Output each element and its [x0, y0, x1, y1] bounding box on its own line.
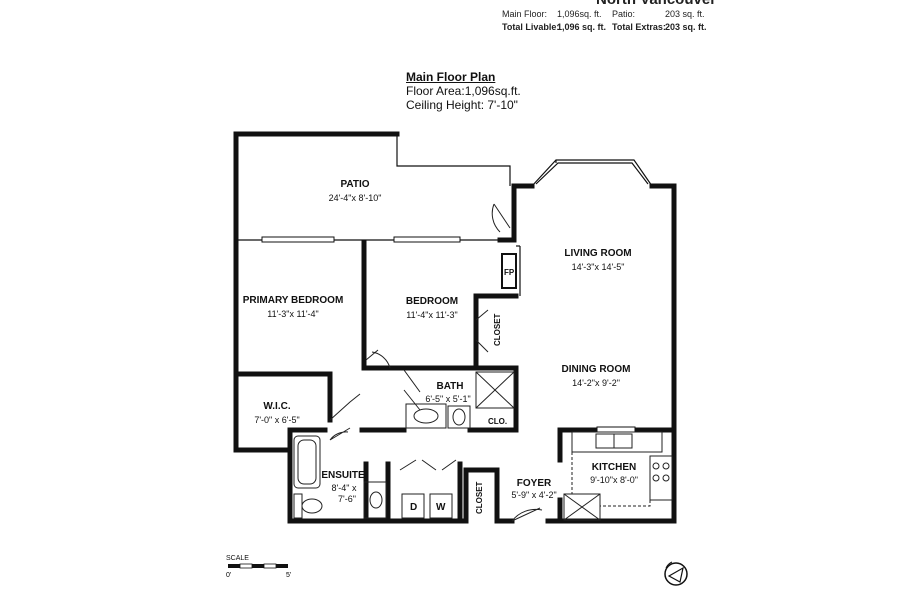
primary-bedroom-name: PRIMARY BEDROOM [243, 295, 344, 306]
main-floor-value: 1,096sq. ft. [557, 9, 602, 19]
bath-name: BATH [436, 381, 463, 392]
ensuite-dim-2: 7'-6" [338, 494, 356, 504]
patio-label: Patio: [612, 9, 636, 19]
bedroom-name: BEDROOM [406, 296, 458, 307]
doors [329, 203, 543, 522]
patio-outline [233, 131, 511, 241]
total-extras-value: 203 sq. ft. [665, 22, 707, 32]
kitchen-name: KITCHEN [592, 462, 636, 473]
ensuite-dim-1: 8'-4" x [332, 483, 357, 493]
scale-end: 5' [286, 572, 291, 579]
clo-label: CLO. [488, 417, 507, 426]
foyer-dim: 5'-9" x 4'-2" [511, 490, 556, 500]
scale-bar: SCALE 0' 5' [226, 555, 291, 579]
patio-dim: 24'-4"x 8'-10" [329, 193, 382, 203]
ensuite-name: ENSUITE [321, 470, 365, 481]
ceiling-height: Ceiling Height: 7'-10" [406, 98, 518, 112]
header-title: North Vancouver [596, 0, 716, 8]
patio-name: PATIO [340, 179, 369, 190]
closet-label-1: CLOSET [493, 313, 502, 346]
dryer-label: D [410, 502, 417, 513]
total-livable-value: 1,096 sq. ft. [557, 22, 607, 32]
wic-name: W.I.C. [263, 401, 290, 412]
windows [261, 236, 636, 433]
plan-title: Main Floor Plan [406, 70, 496, 84]
total-livable-label: Total Livable: [502, 22, 560, 32]
bay-window [531, 159, 653, 187]
interior-walls [233, 239, 563, 524]
bedroom-dim: 11'-4"x 11'-3" [406, 310, 458, 320]
north-arrow-icon [664, 561, 688, 586]
ensuite-fixtures [293, 435, 387, 519]
fireplace [501, 245, 521, 296]
washer-dryer [401, 493, 453, 519]
dining-room-dim: 14'-2"x 9'-2" [572, 378, 620, 388]
closet-label-2: CLOSET [475, 481, 484, 514]
scale-start: 0' [226, 572, 231, 579]
floor-area: Floor Area:1,096sq.ft. [406, 84, 521, 98]
wic-dim: 7'-0" x 6'-5" [254, 415, 299, 425]
foyer-name: FOYER [517, 478, 552, 489]
living-room-name: LIVING ROOM [564, 248, 631, 259]
total-extras-label: Total Extras: [612, 22, 666, 32]
plan-title-block: Main Floor Plan Floor Area:1,096sq.ft. C… [406, 70, 566, 112]
dining-room-name: DINING ROOM [562, 364, 631, 375]
bath-dim: 6'-5" x 5'-1" [425, 394, 470, 404]
main-floor-label: Main Floor: [502, 9, 548, 19]
washer-label: W [436, 502, 446, 513]
bath-fixtures [405, 371, 515, 429]
living-room-dim: 14'-3"x 14'-5" [572, 262, 625, 272]
kitchen-dim: 9'-10"x 8'-0" [590, 475, 638, 485]
primary-bedroom-dim: 11'-3"x 11'-4" [267, 309, 319, 319]
scale-label: SCALE [226, 555, 249, 562]
fireplace-label: FP [504, 268, 515, 277]
patio-value: 203 sq. ft. [665, 9, 705, 19]
kitchen-fixtures [563, 431, 673, 521]
